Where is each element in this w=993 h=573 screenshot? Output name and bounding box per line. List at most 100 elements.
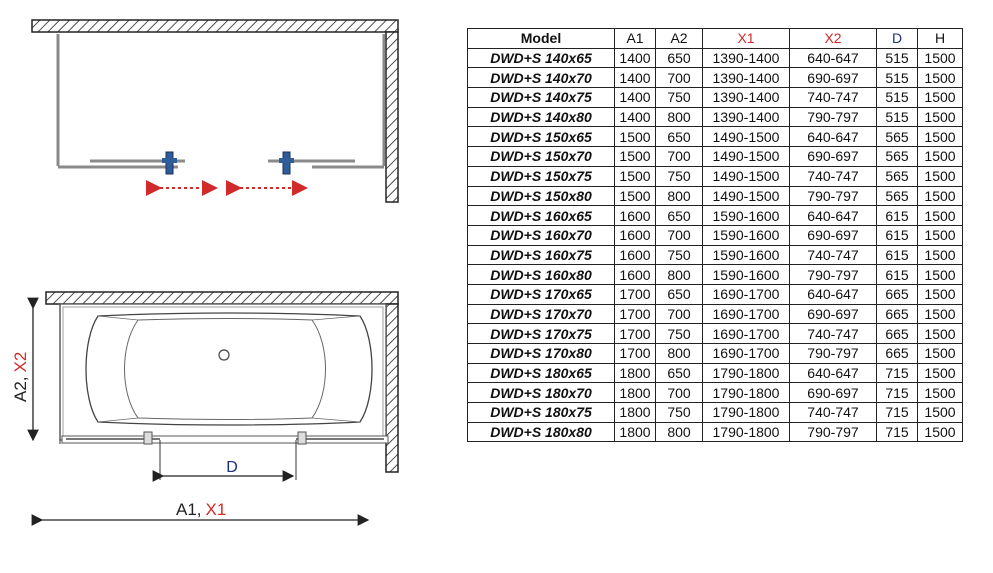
cell-a1: 1400 [614,106,656,128]
cell-a2: 800 [655,106,703,128]
cell-x2: 690-697 [789,382,877,404]
cell-a1: 1700 [614,283,656,305]
header-h: H [917,28,963,49]
cell-x2: 790-797 [789,185,877,207]
cell-x1: 1390-1400 [702,87,790,108]
cell-model: DWD+S 140x70 [467,67,615,89]
cell-x2: 640-647 [789,47,877,69]
basin-corner-tl [97,315,139,321]
cell-x2: 690-697 [789,224,877,246]
header-a2: A2 [655,28,703,49]
cell-x1: 1790-1800 [702,421,790,443]
cell-h: 1500 [917,106,963,128]
cell-h: 1500 [917,165,963,187]
cell-h: 1500 [917,67,963,89]
cell-x2: 640-647 [789,283,877,305]
cell-a2: 650 [655,362,703,384]
cell-a1: 1600 [614,264,656,285]
cell-x1: 1790-1800 [702,362,790,384]
left-handle-icon [162,151,177,175]
cell-d: 565 [876,146,918,167]
cell-x2: 640-647 [789,126,877,148]
cell-d: 615 [876,224,918,246]
header-model: Model [467,28,615,49]
cell-d: 615 [876,264,918,285]
cell-a2: 650 [655,126,703,148]
x2-label: X2 [11,352,30,373]
cell-model: DWD+S 170x75 [467,323,615,344]
drain-icon [218,349,230,361]
cell-x1: 1490-1500 [702,126,790,148]
cell-model: DWD+S 170x70 [467,303,615,325]
cell-h: 1500 [917,402,963,423]
cell-d: 565 [876,126,918,148]
cell-x1: 1690-1700 [702,303,790,325]
a1-label: A1, [176,500,202,519]
cell-d: 715 [876,362,918,384]
cell-d: 515 [876,47,918,69]
cell-x1: 1790-1800 [702,402,790,423]
cell-a1: 1400 [614,47,656,69]
cell-a1: 1700 [614,303,656,325]
cell-a1: 1500 [614,146,656,167]
a1-dimension-label: A1,X1 [176,500,226,519]
table-header-row: Model A1 A2 X1 X2 D H [467,28,963,49]
cell-d: 665 [876,303,918,325]
cell-x2: 790-797 [789,343,877,364]
cell-a2: 800 [655,343,703,364]
cell-x1: 1490-1500 [702,165,790,187]
cell-a2: 750 [655,165,703,187]
cell-x2: 690-697 [789,146,877,167]
cell-h: 1500 [917,185,963,207]
cell-model: DWD+S 180x65 [467,362,615,384]
cell-a2: 750 [655,87,703,108]
cell-a2: 800 [655,264,703,285]
cell-a1: 1400 [614,87,656,108]
cell-x1: 1590-1600 [702,224,790,246]
cell-x1: 1790-1800 [702,382,790,404]
cell-a1: 1600 [614,224,656,246]
cell-a1: 1800 [614,402,656,423]
right-handle-icon [279,151,294,175]
cell-h: 1500 [917,323,963,344]
cell-a2: 650 [655,283,703,305]
cell-model: DWD+S 160x65 [467,205,615,226]
cell-h: 1500 [917,343,963,364]
cell-model: DWD+S 160x80 [467,264,615,285]
cell-d: 715 [876,382,918,404]
bathtub-plan-view: D A1,X1 A2,X2 [11,291,399,526]
cell-model: DWD+S 140x75 [467,87,615,108]
cell-d: 615 [876,205,918,226]
cell-d: 515 [876,67,918,89]
cell-d: 565 [876,165,918,187]
bath-screen-rail [61,435,389,444]
cell-a2: 700 [655,146,703,167]
cell-x1: 1490-1500 [702,146,790,167]
cell-x2: 790-797 [789,264,877,285]
cell-a1: 1500 [614,165,656,187]
cell-model: DWD+S 150x70 [467,146,615,167]
cell-h: 1500 [917,126,963,148]
cell-d: 615 [876,244,918,266]
side-wall [385,31,399,203]
cell-model: DWD+S 150x65 [467,126,615,148]
cell-d: 665 [876,343,918,364]
cell-x2: 740-747 [789,244,877,266]
cell-d: 715 [876,402,918,423]
cell-a1: 1800 [614,421,656,443]
cell-h: 1500 [917,362,963,384]
